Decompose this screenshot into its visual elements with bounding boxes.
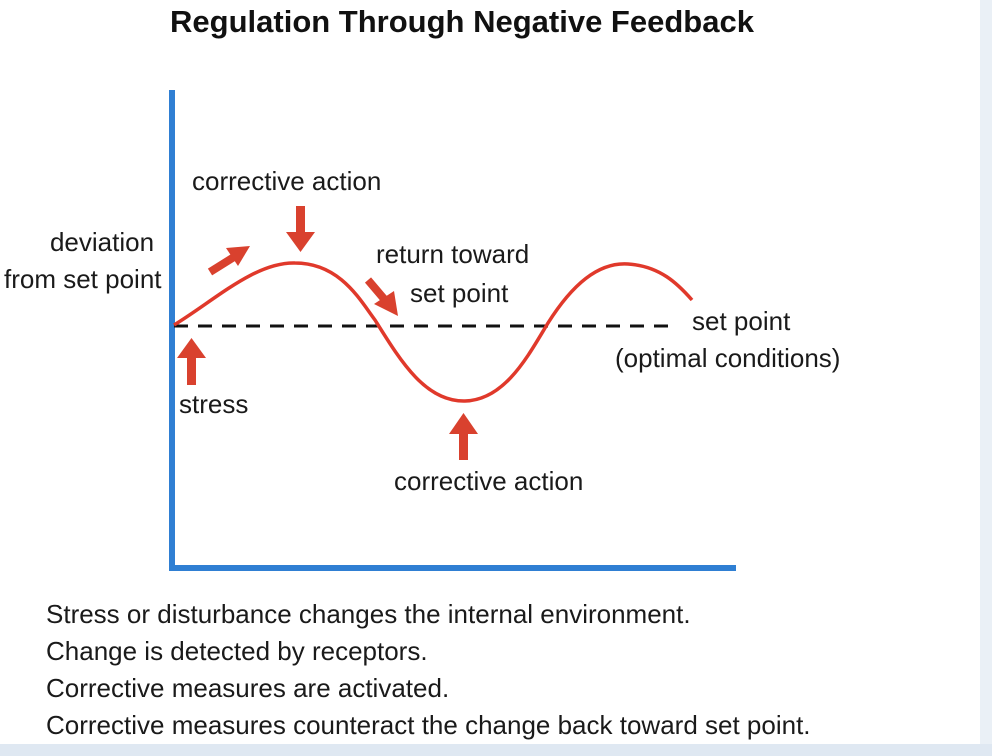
feedback-diagram bbox=[169, 90, 736, 571]
note-item: Corrective measures are activated. bbox=[46, 673, 450, 703]
diagram-title: Regulation Through Negative Feedback bbox=[170, 4, 754, 39]
window-edge-bottom bbox=[0, 744, 992, 756]
note-item: Stress or disturbance changes the intern… bbox=[46, 599, 691, 629]
arrow-corrective-bottom bbox=[449, 413, 478, 460]
label-return-line2: set point bbox=[410, 278, 509, 308]
arrow-deviation bbox=[207, 246, 250, 276]
arrow-return bbox=[364, 277, 398, 316]
label-deviation-line1: deviation bbox=[49, 227, 155, 257]
note-item: Change is detected by receptors. bbox=[46, 636, 428, 666]
note-item: Corrective measures counteract the chang… bbox=[46, 710, 811, 740]
label-set-point-line1: set point bbox=[692, 306, 791, 336]
label-deviation-line2: from set point bbox=[4, 264, 162, 294]
arrow-corrective-top bbox=[286, 206, 315, 252]
arrow-stress bbox=[177, 338, 206, 385]
window-edge-right bbox=[980, 0, 992, 756]
label-return-line1: return toward bbox=[376, 239, 530, 269]
feedback-curve bbox=[173, 261, 694, 403]
notes-list: Stress or disturbance changes the intern… bbox=[46, 596, 811, 744]
label-stress: stress bbox=[179, 389, 249, 419]
label-corrective-action-bottom: corrective action bbox=[394, 466, 584, 496]
label-corrective-action-top: corrective action bbox=[192, 166, 382, 196]
label-set-point-line2: (optimal conditions) bbox=[615, 343, 841, 373]
